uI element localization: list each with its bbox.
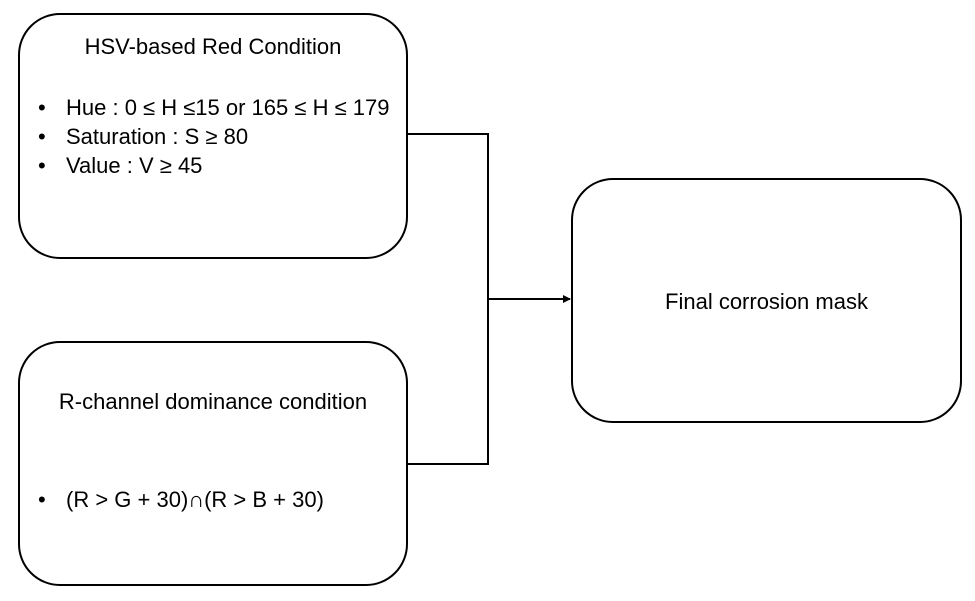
bullet-icon: • <box>38 124 46 149</box>
list-item: • Value : V ≥ 45 <box>38 151 394 180</box>
connector-from-r-channel <box>408 299 489 465</box>
value-condition-text: Value : V ≥ 45 <box>66 153 203 178</box>
bullet-icon: • <box>38 153 46 178</box>
list-item: • (R > G + 30)∩(R > B + 30) <box>38 485 394 514</box>
hsv-condition-box: HSV-based Red Condition • Hue : 0 ≤ H ≤1… <box>18 13 408 259</box>
list-item: • Hue : 0 ≤ H ≤15 or 165 ≤ H ≤ 179 <box>38 93 394 122</box>
final-mask-box: Final corrosion mask <box>571 178 962 423</box>
bullet-icon: • <box>38 95 46 120</box>
final-mask-title: Final corrosion mask <box>665 289 868 314</box>
hsv-condition-list: • Hue : 0 ≤ H ≤15 or 165 ≤ H ≤ 179 • Sat… <box>38 93 394 180</box>
r-channel-condition-list: • (R > G + 30)∩(R > B + 30) <box>38 485 394 514</box>
r-channel-condition-box: R-channel dominance condition • (R > G +… <box>18 341 408 586</box>
bullet-icon: • <box>38 487 46 512</box>
saturation-condition-text: Saturation : S ≥ 80 <box>66 124 249 149</box>
hue-condition-text: Hue : 0 ≤ H ≤15 or 165 ≤ H ≤ 179 <box>66 95 390 120</box>
connector-from-hsv <box>408 133 489 299</box>
hsv-condition-title: HSV-based Red Condition <box>84 34 342 59</box>
list-item: • Saturation : S ≥ 80 <box>38 122 394 151</box>
r-channel-condition-title: R-channel dominance condition <box>58 389 368 414</box>
r-dominance-condition-text: (R > G + 30)∩(R > B + 30) <box>66 487 324 512</box>
